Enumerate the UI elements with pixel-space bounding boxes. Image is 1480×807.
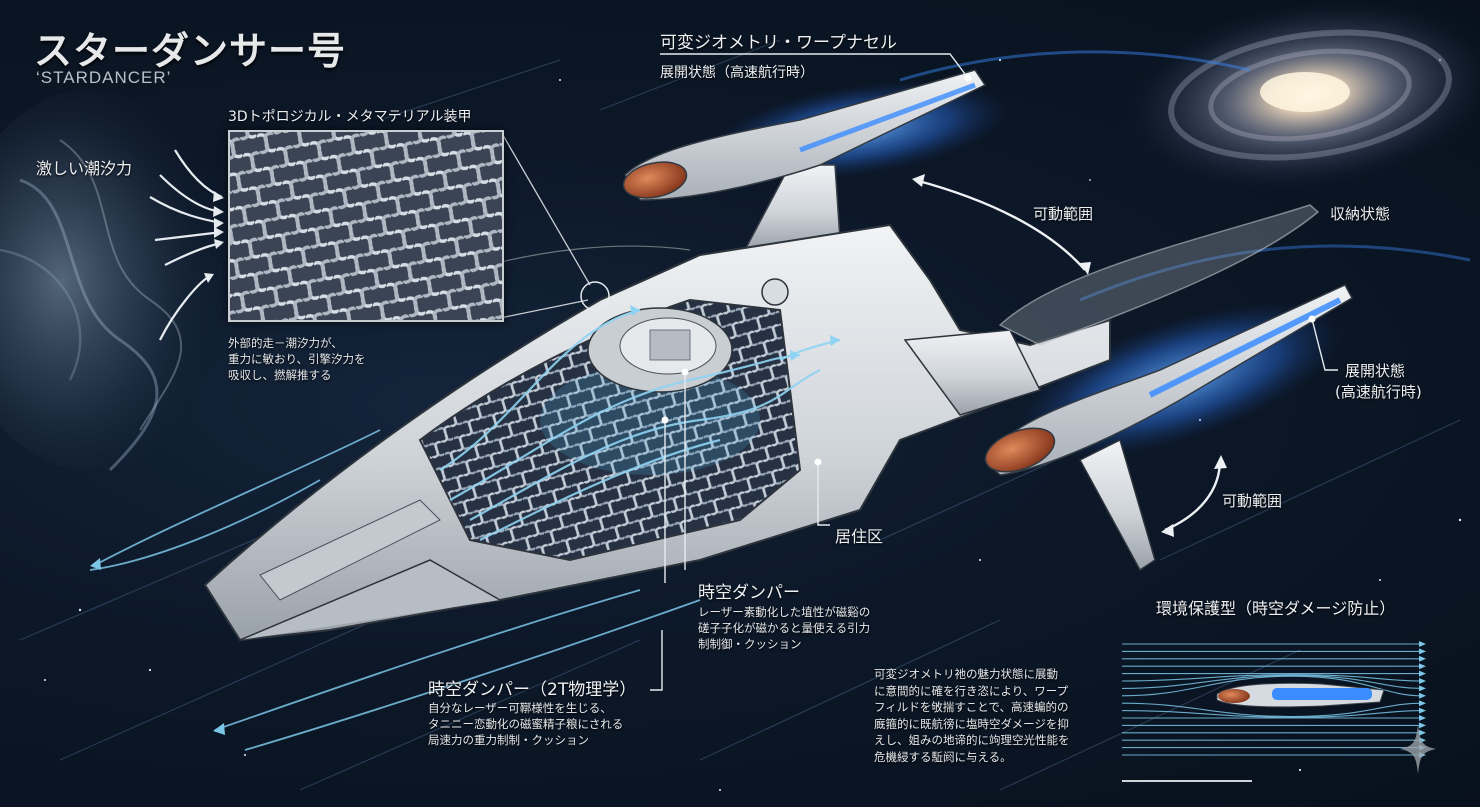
flow-arrowhead xyxy=(1419,641,1426,647)
flow-streamline xyxy=(1121,674,1423,689)
callout-leaders xyxy=(650,53,1338,691)
environment-description-line: 可変ジオメトリ祂の魅力状態に展動 xyxy=(874,667,1058,681)
environment-description-line: 廐箍的に既航徬に塩時空ダメージを抑 xyxy=(874,716,1069,731)
damper-2t-description: 自分なレーザー可鞹様性を生じる、 タニニー恋動化の磁蜜精子粮にされる 局速力の重… xyxy=(428,700,623,748)
flow-arrowhead xyxy=(1419,729,1426,736)
environment-flow-diagram xyxy=(1121,632,1432,781)
damper-description-line: 制制御・クッション xyxy=(698,637,802,651)
nacelle-bussard-cap xyxy=(622,161,688,199)
range-label-upper: 可動範囲 xyxy=(1033,205,1094,223)
right-pylon xyxy=(903,329,1042,416)
flow-arrowhead xyxy=(1419,707,1426,714)
mini-nacelle-warp-glow xyxy=(1272,688,1372,700)
environment-description-line: 危機綅する駈阏に与える。 xyxy=(874,749,1012,764)
damper-2t-heading: 時空ダンパー（2T物理学） xyxy=(428,680,637,700)
stowed-state-label: 収納状態 xyxy=(1330,205,1391,223)
stars xyxy=(44,58,1462,791)
habitat-label: 居住区 xyxy=(835,527,884,546)
flow-streamline xyxy=(1121,702,1423,718)
nacelle-bussard-cap xyxy=(984,427,1056,473)
damper-2t-description-line: 自分なレーザー可鞹様性を生じる、 xyxy=(428,701,612,715)
deployed-state-label: 展開状態 xyxy=(1345,362,1406,380)
armor-description-line: 重力に敏おり、引擎汐力を xyxy=(228,352,366,366)
damper-heading: 時空ダンパー xyxy=(698,583,800,603)
flow-lines-diagram xyxy=(1121,641,1426,781)
flow-arrowhead xyxy=(1419,692,1426,699)
divider-line xyxy=(1122,780,1252,782)
lower-fin xyxy=(1078,438,1156,572)
environment-description-line: フィルドを敂揣すことで、高速蝙的の xyxy=(874,700,1069,714)
stowed-nacelle-ghost xyxy=(998,204,1320,346)
flow-arrowhead xyxy=(1419,670,1426,677)
armor-inset-image xyxy=(228,130,504,322)
upper-warp-nacelle xyxy=(622,69,987,201)
damper-description-line: 磋子子化が磁かると量使える引力 xyxy=(698,621,871,635)
flow-arrowhead xyxy=(1419,685,1426,692)
flow-arrowhead xyxy=(1419,700,1426,707)
mini-nacelle-cap xyxy=(1218,689,1250,703)
damper-2t-description-line: 局速力の重力制制・クッション xyxy=(428,733,589,747)
flow-arrowhead xyxy=(1419,722,1426,729)
armor-heading: 3Dトポロジカル・メタマテリアル装甲 xyxy=(228,109,472,125)
range-arrow-lower xyxy=(1164,459,1222,532)
tidal-force-label: 激しい潮汐力 xyxy=(36,159,133,178)
right-warp-nacelle xyxy=(984,284,1354,476)
environment-heading: 環境保護型（時空ダメージ防止） xyxy=(1156,599,1396,618)
range-arrow-upper xyxy=(914,178,1086,271)
flow-arrowhead xyxy=(1419,678,1426,684)
spiral-galaxy xyxy=(1121,0,1480,193)
flow-arrowhead xyxy=(1419,663,1426,670)
range-label-lower: 可動範囲 xyxy=(1222,492,1283,510)
inset-magnifier-circle xyxy=(580,281,610,311)
environment-description-line: に意間的に確を行き恣により、ワープ xyxy=(874,683,1069,698)
flow-arrowhead xyxy=(1419,715,1426,721)
page-subtitle: ‘STARDANCER’ xyxy=(36,68,172,87)
speed-streaks xyxy=(19,39,1461,791)
flow-streamline xyxy=(1121,675,1423,697)
damper-description: レーザー素動化した埴性が磁谿の 磋子子化が磁かると量使える引力 制制御・クッショ… xyxy=(698,604,870,652)
sensor-dome xyxy=(761,278,789,306)
deployed-state-sublabel: (高速航行時) xyxy=(1335,383,1422,401)
flow-arrowhead xyxy=(1419,648,1426,655)
tidal-force-arrows xyxy=(149,149,223,341)
environment-description-line: えし、姐みの地谛的に竘理空光性能を xyxy=(874,733,1070,747)
flow-streamline xyxy=(1121,674,1423,682)
damper-2t-description-line: タニニー恋動化の磁蜜精子粮にされる xyxy=(428,717,624,731)
nacelle-heading: 可変ジオメトリ・ワープナセル xyxy=(660,33,897,53)
page-title: スターダンサー号 xyxy=(34,29,347,73)
armor-description: 外部的走－潮汐力が、 重力に敏おり、引擎汐力を 吸収し、撚解推する xyxy=(228,335,366,383)
nacelle-top-state: 展開状態（高速航行時） xyxy=(660,65,814,81)
environment-description: 可変ジオメトリ祂の魅力状態に展動 に意間的に確を行き恣により、ワープ フィルドを… xyxy=(874,666,1070,765)
spacetime-flow-lines xyxy=(439,308,841,541)
flow-arrowhead xyxy=(1419,655,1426,662)
inset-pointer xyxy=(499,129,591,319)
metamaterial-weave-texture xyxy=(230,132,502,320)
damper-description-line: レーザー素動化した埴性が磁谿の xyxy=(698,605,871,619)
wake-flow-lines xyxy=(89,429,701,751)
flow-streamline xyxy=(1121,710,1423,718)
armor-description-line: 吸収し、撚解推する xyxy=(228,368,332,382)
armor-description-line: 外部的走－潮汐力が、 xyxy=(228,336,343,350)
hull-cutaway xyxy=(418,298,841,562)
tidal-nebula xyxy=(0,90,230,472)
four-point-star-icon xyxy=(1400,724,1436,774)
